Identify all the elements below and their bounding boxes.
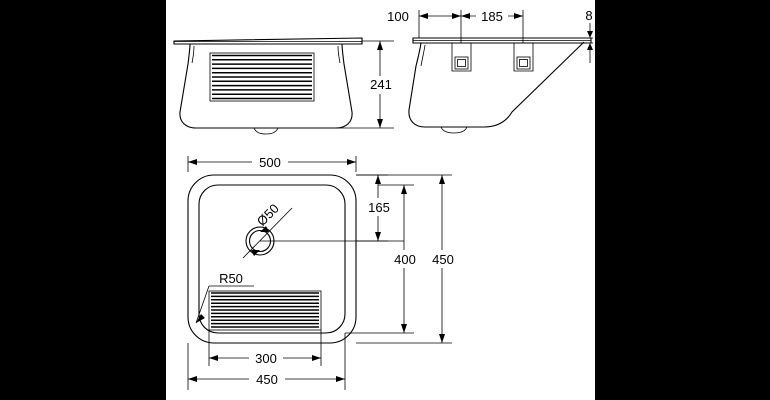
dimension-label-300: 300: [255, 351, 277, 366]
dimension-label-165: 165: [368, 200, 390, 215]
dimension-overall-depth: 450: [356, 174, 459, 344]
dimension-label-500: 500: [259, 155, 281, 170]
dimension-label-100: 100: [387, 9, 409, 24]
dimension-label-185: 185: [481, 9, 503, 24]
view-side-section: 100 185: [382, 7, 595, 134]
dimension-bowl-depth-plan: 400: [345, 184, 420, 334]
drainboard-grate-plan: [208, 290, 322, 331]
view-front-elevation: 241: [173, 37, 394, 135]
view-plan: Ø50: [187, 153, 459, 390]
dimension-bowl-depth: 241: [338, 40, 394, 129]
drainboard-grate-front: [209, 52, 315, 102]
leader-corner-radius: R50: [195, 271, 254, 324]
dimension-bowl-width: 450: [187, 333, 346, 390]
leader-drain-diameter: Ø50: [242, 201, 293, 259]
dimension-label-corner-radius: R50: [219, 271, 243, 286]
drawing-sheet: 241: [166, 0, 595, 400]
dimension-label-450-width: 450: [256, 372, 278, 387]
dimension-label-drain-diameter: Ø50: [254, 201, 282, 229]
dimension-label-241: 241: [370, 77, 392, 92]
dimension-taphole-spacing: 185: [461, 7, 523, 25]
taphole-2: [513, 43, 534, 72]
dimension-edge-to-first-taphole: 100: [382, 7, 461, 25]
dimension-label-450-depth: 450: [432, 252, 454, 267]
dimension-grate-width: 300: [208, 330, 322, 367]
taphole-1: [451, 43, 472, 72]
dimension-rim-thickness: 8: [580, 7, 595, 63]
dimension-label-8: 8: [585, 8, 592, 23]
dimension-label-400: 400: [394, 252, 416, 267]
dimension-overall-width: 500: [187, 153, 357, 172]
drawing-canvas: 241: [166, 0, 595, 400]
